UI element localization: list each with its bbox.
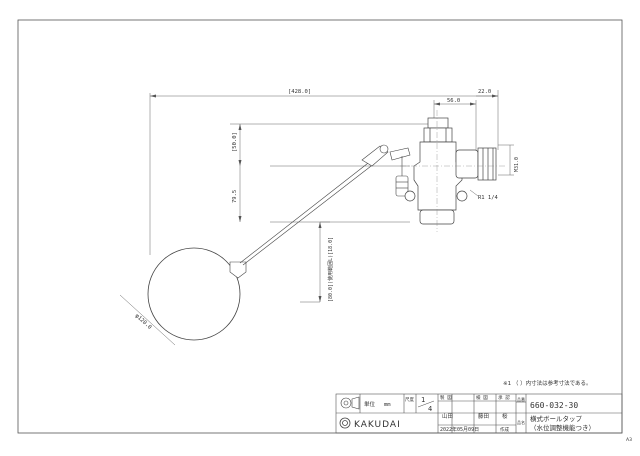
drafter-name: 山田 — [442, 412, 453, 420]
part-number: 660-032-30 — [530, 401, 578, 410]
brand-name: KAKUDAI — [354, 420, 401, 430]
dim-vertical-lower: 79.5 — [232, 190, 238, 203]
product-name-line2: （水位調整機能つき） — [530, 423, 595, 432]
role-label-approver: 承 認 — [498, 394, 510, 401]
arm-joint — [361, 144, 411, 197]
scale-denominator: 4 — [428, 405, 432, 413]
dim-overall-length: [428.0] — [288, 89, 311, 95]
role-label-drafter: 製 図 — [440, 394, 452, 401]
drawing-frame — [17, 19, 623, 434]
dim-thread: R1 1/4 — [478, 195, 499, 201]
float-arm — [239, 159, 376, 266]
ball-cap — [229, 261, 247, 279]
dim-right-offset: 22.0 — [478, 89, 491, 95]
part-no-label: 品番 — [517, 396, 525, 402]
role-label-checker: 検 図 — [476, 394, 488, 401]
projection-symbol-icon — [340, 396, 360, 410]
scale-label: 尺度 — [405, 396, 414, 403]
title-block — [335, 393, 623, 434]
checker-name: 藤田 — [478, 412, 489, 420]
float-ball — [147, 247, 241, 341]
dim-to-center: 56.0 — [447, 98, 460, 104]
drawing-note: ※1 （ ）内寸法は参考寸法である。 — [503, 379, 592, 387]
unit-value: mm — [384, 402, 391, 408]
dimension-lines — [119, 90, 514, 346]
sheet-size: A3 — [626, 437, 632, 443]
dim-pipe-size: M31.0 — [514, 157, 520, 172]
dimension-arrows — [150, 94, 498, 302]
dim-vertical-upper: [50.0] — [232, 132, 238, 152]
valve-body — [404, 117, 497, 225]
center-lines — [400, 110, 505, 232]
drawing-date: 2022年05月09日 — [440, 426, 479, 433]
product-name-label: 品名 — [517, 419, 525, 425]
approver-name: 桜 — [502, 412, 508, 420]
unit-label: 単位 — [364, 400, 376, 408]
product-name-line1: 横式ボールタップ — [530, 414, 583, 423]
date-suffix: 作成 — [500, 426, 509, 433]
dim-usage-range: [80.0](使用範囲L)[18.0] — [327, 237, 334, 302]
kakudai-logo: KAKUDAI — [339, 417, 401, 430]
scale-numerator: 1 — [421, 396, 425, 404]
